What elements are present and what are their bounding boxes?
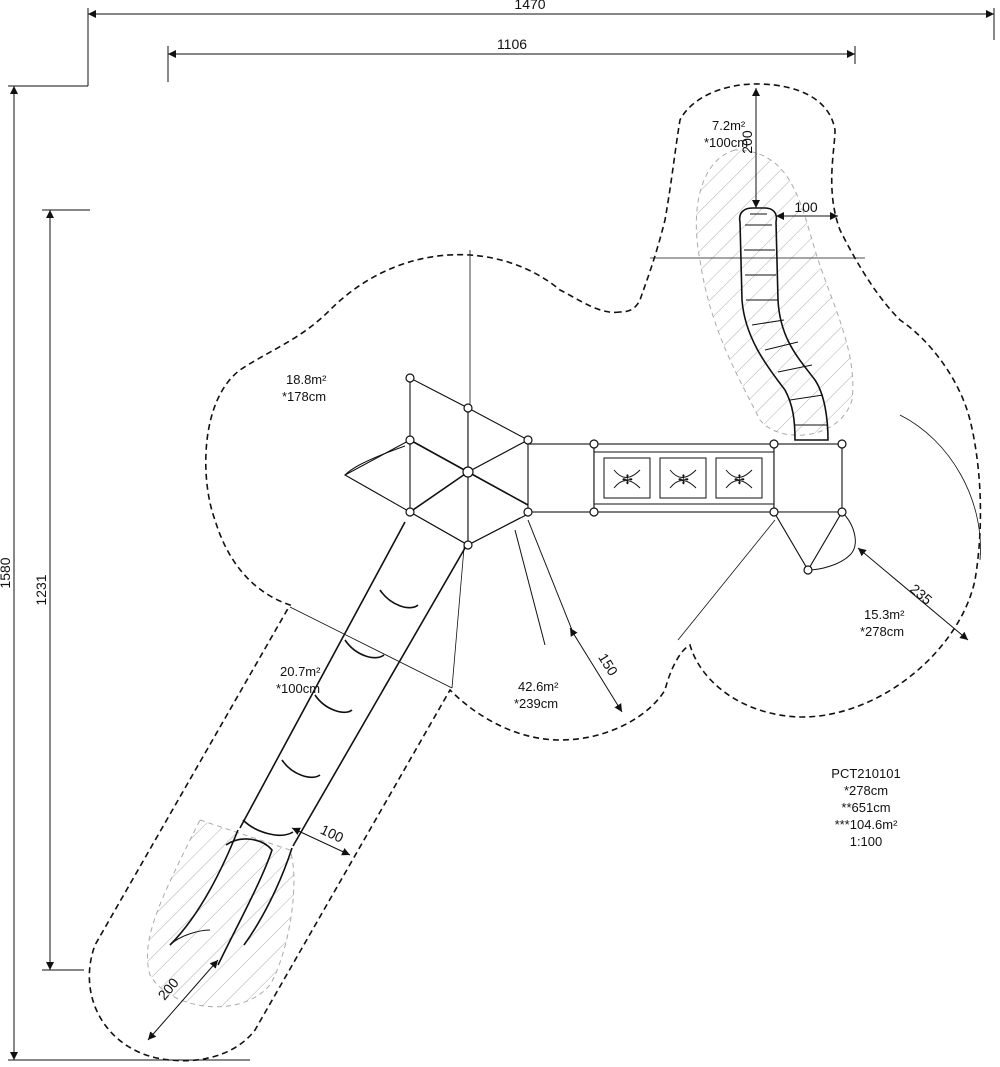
svg-text:100: 100 [794,199,818,215]
dim-label-inner-width: 1106 [497,36,527,52]
svg-text:*100cm: *100cm [276,681,320,696]
safety-zone-outline [88,83,982,1062]
dim-top-slide-side: 100 [776,199,838,220]
tower-left [343,377,533,546]
svg-text:*239cm: *239cm [514,696,558,711]
area-label-right-tower: 15.3m² *278cm [860,607,905,639]
product-code: PCT210101 [831,766,900,781]
top-slide-runout-zone [695,149,854,436]
product-length: **651cm [841,800,890,815]
dimension-inner-height: 1231 [33,209,90,971]
svg-text:18.8m²: 18.8m² [286,372,327,387]
dim-label-overall-height: 1580 [0,557,13,588]
svg-text:✢: ✢ [734,472,745,487]
tower-right [773,443,856,572]
tower-middle [527,443,595,513]
svg-text:*178cm: *178cm [282,389,326,404]
svg-text:*100cm: *100cm [704,135,748,150]
product-area: ***104.6m² [835,817,899,832]
bridge: ✢ ✢ ✢ [593,443,775,513]
tube-slide [169,521,466,966]
area-label-tube-slide: 20.7m² *100cm [276,664,321,696]
svg-text:✢: ✢ [622,472,633,487]
svg-text:*278cm: *278cm [860,624,904,639]
dim-center-zone: 150 [569,627,623,713]
dimension-overall-width: 1470 [87,0,995,80]
deck-right [773,443,843,513]
dim-label-overall-width: 1470 [514,0,545,12]
dim-long-slide-side: 100 [291,821,351,856]
area-label-left-tower: 18.8m² *178cm [282,372,327,404]
svg-text:✢: ✢ [678,472,689,487]
dimension-inner-width: 1106 [167,36,856,82]
svg-text:235: 235 [907,581,935,608]
product-scale: 1:100 [850,834,883,849]
product-info-block: PCT210101 *278cm **651cm ***104.6m² 1:10… [831,766,900,849]
svg-text:15.3m²: 15.3m² [864,607,905,622]
top-slide [738,207,829,441]
dim-top-slide-length: 200 [739,88,760,208]
dimension-overall-height: 1580 [0,80,250,1061]
area-label-center: 42.6m² *239cm [514,679,559,711]
support-posts [405,373,847,646]
product-height: *278cm [844,783,888,798]
svg-text:7.2m²: 7.2m² [712,118,746,133]
area-label-top-slide: 7.2m² *100cm [704,118,748,150]
svg-text:42.6m²: 42.6m² [518,679,559,694]
deck-middle [527,443,595,513]
dim-label-inner-height: 1231 [33,574,49,605]
svg-text:20.7m²: 20.7m² [280,664,321,679]
panel-triangle [773,511,843,572]
svg-text:200: 200 [739,130,755,154]
